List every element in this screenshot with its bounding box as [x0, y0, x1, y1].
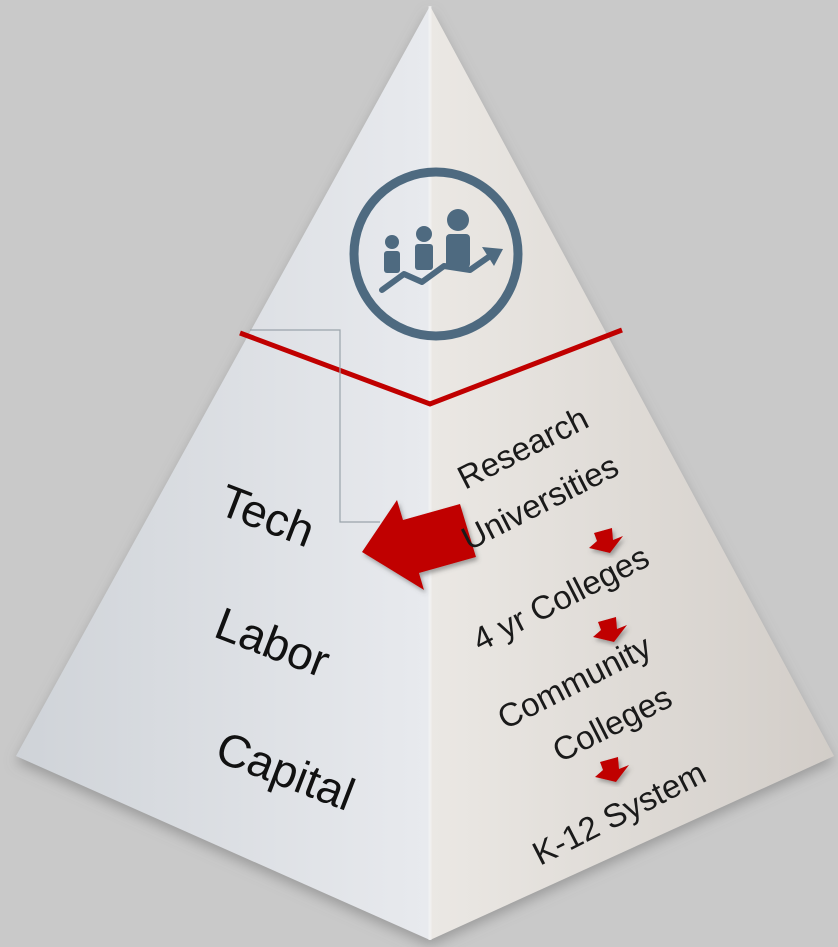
pyramid-right-face [430, 6, 834, 940]
people-growth-icon [349, 167, 523, 341]
down-arrow-icon [595, 757, 629, 782]
red-divider-line [239, 327, 623, 407]
left-arrow-icon [362, 500, 476, 590]
pyramid [16, 6, 834, 940]
connector-outline [250, 329, 380, 523]
down-arrow-icon [593, 617, 627, 642]
pyramid-left-face [16, 6, 430, 940]
down-arrow-icon [589, 528, 623, 553]
